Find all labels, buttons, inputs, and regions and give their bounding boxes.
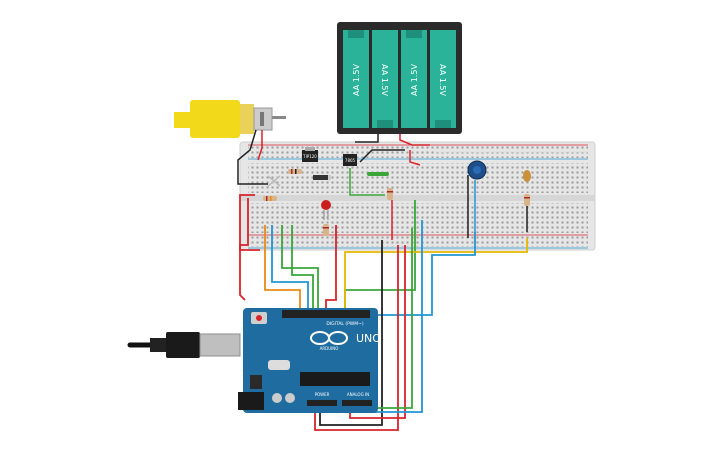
battery-cell-label: AA 1.5V xyxy=(352,64,361,96)
breadboard xyxy=(239,141,596,251)
analog-label: ANALOG IN xyxy=(347,392,369,397)
resistor xyxy=(387,188,393,200)
digital-header xyxy=(282,310,370,318)
wire-orange xyxy=(264,225,301,312)
analog-header xyxy=(342,400,372,406)
microcontroller-chip xyxy=(300,372,370,386)
battery-cell: AA 1.5V xyxy=(343,30,369,128)
board-model: UNO xyxy=(356,332,381,345)
wire-red xyxy=(325,225,337,312)
battery-negative-lead xyxy=(355,134,379,143)
wire-green xyxy=(291,225,314,312)
red-led xyxy=(321,200,331,220)
wire-white xyxy=(435,150,588,153)
battery-cell-label: AA 1.5V xyxy=(410,64,419,96)
battery-cell: AA 1.5V xyxy=(372,30,398,128)
regulator-label: 7805 xyxy=(345,158,356,163)
digital-label: DIGITAL (PWM~) xyxy=(326,321,364,327)
wire-green xyxy=(281,225,319,312)
usb-cable xyxy=(127,332,241,358)
resistor xyxy=(263,196,277,201)
diode xyxy=(313,175,331,180)
voltage-regulator: 7805 xyxy=(343,154,357,166)
battery-pack: AA 1.5V AA 1.5V AA 1.5V AA 1.5V xyxy=(337,22,462,134)
potentiometer xyxy=(467,160,487,180)
tilt-sensor xyxy=(267,175,281,187)
resistor xyxy=(524,194,530,206)
dc-gear-motor xyxy=(174,100,286,138)
green-jumper xyxy=(367,172,389,176)
wire-black xyxy=(359,149,405,163)
arduino-uno: DIGITAL (PWM~) UNO ARDUINO POWER ANALOG … xyxy=(238,308,381,413)
wire-red xyxy=(239,194,260,251)
power-jack xyxy=(238,392,264,410)
resistor xyxy=(288,169,302,174)
tip120-transistor: TIP120 xyxy=(302,147,318,162)
bottom-power-rail xyxy=(248,236,588,247)
brand-label: ARDUINO xyxy=(320,346,339,351)
motor-lead-black xyxy=(237,129,268,185)
battery-cell: AA 1.5V xyxy=(430,30,456,128)
battery-cell-label: AA 1.5V xyxy=(380,64,389,96)
wire-red xyxy=(239,198,249,301)
terminal-strip-lower xyxy=(248,203,588,233)
battery-cell-label: AA 1.5V xyxy=(438,64,447,96)
wire-yellow xyxy=(344,238,528,312)
battery-cell: AA 1.5V xyxy=(401,30,427,128)
top-power-rail xyxy=(248,146,588,158)
wire-red xyxy=(314,245,399,431)
resistor xyxy=(323,224,329,236)
power-header xyxy=(307,400,337,406)
motor-lead-red xyxy=(257,130,263,161)
wire-black xyxy=(319,240,383,426)
terminal-strip-upper xyxy=(248,163,588,193)
photoresistor xyxy=(523,170,531,182)
battery-positive-lead xyxy=(399,134,430,146)
wire-blue xyxy=(271,225,309,312)
wire-red xyxy=(409,150,421,166)
wire-green xyxy=(349,168,385,196)
power-label: POWER xyxy=(315,392,330,397)
transistor-label: TIP120 xyxy=(302,154,317,159)
